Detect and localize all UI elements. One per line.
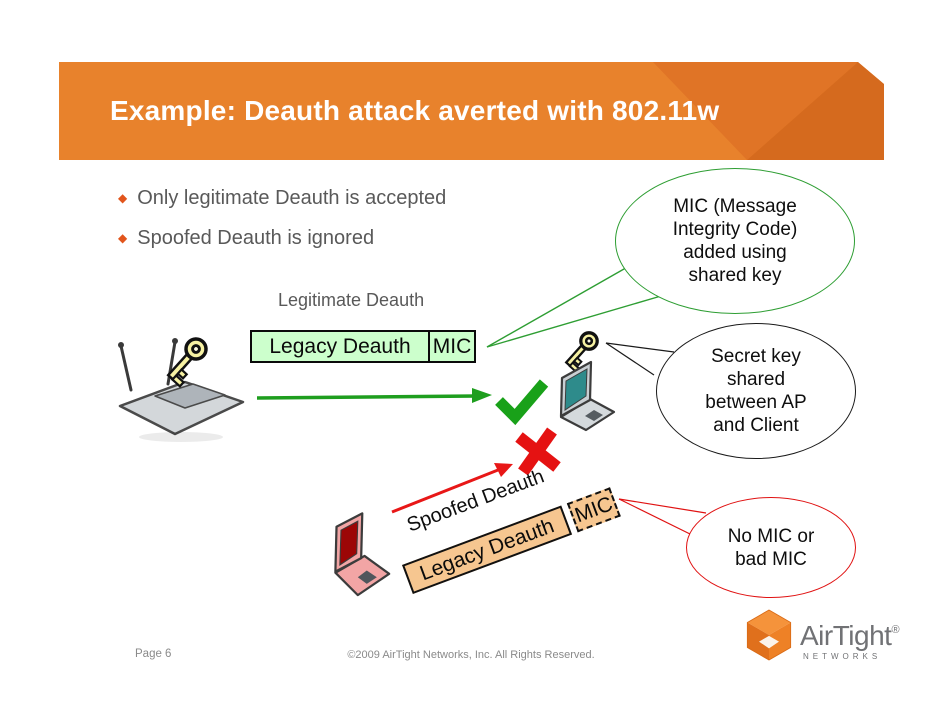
bubble-line: bad MIC — [735, 548, 807, 570]
bullet-list: ◆ Only legitimate Deauth is accepted ◆ S… — [118, 184, 446, 264]
client-laptop-icon — [559, 360, 616, 432]
bubble-line: shared key — [688, 265, 782, 286]
bubble-line: Integrity Code) — [672, 219, 798, 240]
diamond-bullet-icon: ◆ — [118, 191, 128, 205]
copyright-text: ©2009 AirTight Networks, Inc. All Rights… — [347, 649, 595, 661]
bullet-text: Only legitimate Deauth is accepted — [137, 186, 447, 209]
header-band: Example: Deauth attack averted with 802.… — [59, 62, 884, 160]
page-number: Page 6 — [135, 648, 172, 660]
logo-subtitle: NETWORKS — [803, 652, 882, 661]
legitimate-arrow — [256, 388, 492, 403]
diamond-bullet-icon: ◆ — [118, 231, 128, 245]
mic-box: MIC — [428, 330, 476, 363]
access-point-icon — [118, 338, 245, 442]
no-mic-bubble: No MIC or bad MIC — [686, 497, 856, 598]
bubble-line: and Client — [713, 415, 799, 436]
attacker-laptop-icon — [334, 512, 391, 597]
bubble-line: Secret key — [711, 346, 801, 367]
legitimate-frame: Legacy Deauth MIC — [250, 330, 476, 363]
airtight-cube-icon — [746, 609, 792, 661]
mic-added-bubble: MIC (Message Integrity Code) added using… — [615, 168, 855, 314]
bubble-line: between AP — [705, 392, 807, 413]
airtight-logo: AirTight® NETWORKS — [744, 606, 924, 668]
registered-mark: ® — [891, 624, 900, 636]
spoofed-mic-box: MIC — [566, 487, 621, 533]
bubble-line: No MIC or — [727, 525, 815, 547]
secret-key-bubble: Secret key shared between AP and Client — [656, 323, 856, 459]
bubble-line: MIC (Message — [673, 196, 797, 217]
logo-brand: AirTight® — [800, 620, 900, 652]
band-facet-dark — [747, 62, 884, 160]
ap-key-icon — [166, 337, 208, 388]
client-key-icon — [564, 331, 599, 373]
legacy-deauth-box: Legacy Deauth — [250, 330, 430, 363]
bullet-text: Spoofed Deauth is ignored — [137, 226, 375, 249]
logo-brand-text: AirTight — [800, 620, 892, 651]
list-item: ◆ Spoofed Deauth is ignored — [118, 224, 446, 252]
page-title: Example: Deauth attack averted with 802.… — [110, 95, 720, 126]
legitimate-deauth-label: Legitimate Deauth — [278, 290, 425, 310]
list-item: ◆ Only legitimate Deauth is accepted — [118, 184, 446, 212]
band-decoration — [653, 62, 884, 160]
bubble-line: added using — [683, 242, 787, 263]
checkmark-icon — [495, 379, 549, 426]
band-facet-mid — [653, 62, 858, 160]
bubble-line: shared — [726, 369, 786, 390]
